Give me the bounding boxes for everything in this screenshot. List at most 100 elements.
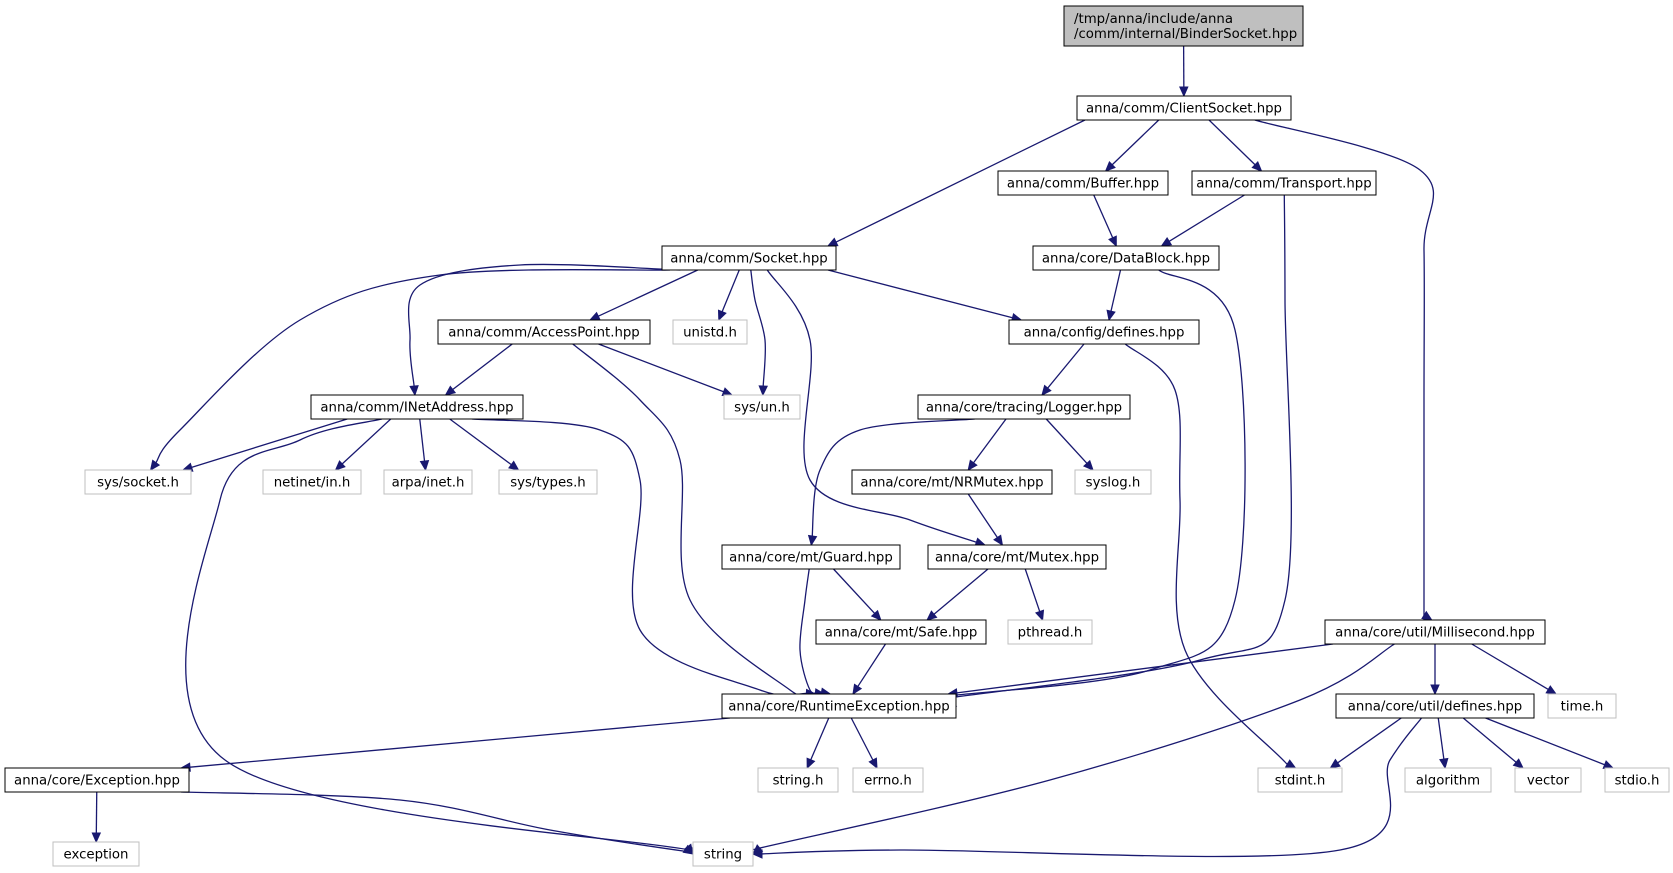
node-box xyxy=(997,170,1169,196)
node-stringh: string.h xyxy=(757,767,839,793)
node-pthread: pthread.h xyxy=(1007,619,1093,645)
arrowhead xyxy=(1284,759,1297,769)
node-inetaddress[interactable]: anna/comm/INetAddress.hpp xyxy=(310,394,524,420)
arrowhead xyxy=(1430,684,1440,696)
node-label: anna/core/tracing/Logger.hpp xyxy=(926,401,1122,416)
node-exception-hpp[interactable]: anna/core/Exception.hpp xyxy=(4,767,190,793)
edge-line xyxy=(749,717,1423,858)
node-label: anna/comm/Buffer.hpp xyxy=(1007,177,1159,192)
edge-line xyxy=(1462,717,1517,763)
edge-line xyxy=(1337,717,1402,764)
node-syssocket: sys/socket.h xyxy=(84,469,192,495)
node-clientsocket[interactable]: anna/comm/ClientSocket.hpp xyxy=(1076,95,1292,121)
node-box xyxy=(721,693,957,719)
node-nrmutex[interactable]: anna/core/mt/NRMutex.hpp xyxy=(851,469,1053,495)
edge-line xyxy=(1024,568,1041,612)
arrowhead xyxy=(1602,760,1615,769)
edge-line xyxy=(850,717,874,761)
edge-safe-to-runtimeexc xyxy=(852,643,887,696)
edge-inetaddress-to-syssocket xyxy=(181,418,348,472)
node-label: anna/comm/Socket.hpp xyxy=(670,252,828,267)
node-box xyxy=(1324,619,1546,645)
node-socket[interactable]: anna/comm/Socket.hpp xyxy=(661,245,837,271)
node-label: exception xyxy=(64,848,129,863)
node-box xyxy=(437,319,651,345)
node-utildefines[interactable]: anna/core/util/defines.hpp xyxy=(1335,693,1535,719)
node-label: anna/comm/Transport.hpp xyxy=(1196,177,1371,192)
node-netinet: netinet/in.h xyxy=(262,469,362,495)
edge-line xyxy=(810,717,830,760)
node-label: anna/comm/INetAddress.hpp xyxy=(320,401,513,416)
node-label: anna/comm/AccessPoint.hpp xyxy=(448,326,640,341)
edge-utildefines-to-stdio xyxy=(1485,717,1615,769)
arrowhead xyxy=(1545,685,1558,695)
edge-line xyxy=(1045,418,1088,464)
edge-inetaddress-to-arpainet xyxy=(419,418,430,472)
node-logger[interactable]: anna/core/tracing/Logger.hpp xyxy=(917,394,1131,420)
node-label: /comm/internal/BinderSocket.hpp xyxy=(1074,27,1297,42)
arrowhead xyxy=(1160,236,1173,247)
edge-line xyxy=(155,269,671,464)
edge-logger-to-syslog xyxy=(1045,418,1094,471)
node-label: anna/core/util/Millisecond.hpp xyxy=(1335,626,1535,641)
edge-runtimeexc-to-exception_hpp xyxy=(179,717,731,772)
node-unistd: unistd.h xyxy=(672,319,748,345)
node-stdio: stdio.h xyxy=(1604,767,1670,793)
node-label: anna/comm/ClientSocket.hpp xyxy=(1086,102,1282,117)
edge-line xyxy=(598,343,724,393)
edge-accesspoint-to-sysun xyxy=(598,343,734,397)
edge-runtimeexc-to-errno xyxy=(850,717,878,770)
edge-socket-to-configdefines xyxy=(827,269,1023,323)
edge-line xyxy=(341,418,392,465)
node-systypes: sys/types.h xyxy=(498,469,598,495)
node-box xyxy=(1335,693,1535,719)
arrowhead xyxy=(1251,160,1263,172)
edge-runtimeexc-to-stringh xyxy=(806,717,830,770)
node-millisecond[interactable]: anna/core/util/Millisecond.hpp xyxy=(1324,619,1546,645)
arrowhead xyxy=(91,832,102,844)
node-box xyxy=(1074,469,1152,495)
edge-line xyxy=(799,568,822,695)
edge-clientsocket-to-millisecond xyxy=(1254,119,1435,632)
node-box xyxy=(672,319,748,345)
edge-line xyxy=(419,418,426,462)
node-label: syslog.h xyxy=(1086,476,1141,491)
node-accesspoint[interactable]: anna/comm/AccessPoint.hpp xyxy=(437,319,651,345)
arrowhead xyxy=(149,459,161,471)
edge-socket-to-accesspoint xyxy=(588,269,699,321)
edge-line xyxy=(1437,717,1445,760)
node-runtimeexc[interactable]: anna/core/RuntimeException.hpp xyxy=(721,693,957,719)
node-label: anna/core/DataBlock.hpp xyxy=(1042,252,1210,267)
edge-line xyxy=(1093,194,1114,239)
edge-line xyxy=(449,418,512,466)
edge-socket-to-sysun xyxy=(750,269,768,397)
arrowhead xyxy=(1421,610,1433,621)
node-safe[interactable]: anna/core/mt/Safe.hpp xyxy=(815,619,987,645)
node-label: sys/un.h xyxy=(734,401,790,416)
arrowhead xyxy=(588,311,601,321)
node-box xyxy=(815,619,987,645)
node-buffer[interactable]: anna/comm/Buffer.hpp xyxy=(997,170,1169,196)
node-box xyxy=(1547,693,1617,719)
node-box xyxy=(1191,170,1377,196)
edge-line xyxy=(721,269,740,312)
edge-line xyxy=(407,263,681,387)
edge-line xyxy=(189,717,731,768)
arrowhead xyxy=(1041,384,1052,396)
arrowhead xyxy=(826,237,839,247)
edge-line xyxy=(1124,343,1294,772)
node-label: /tmp/anna/include/anna xyxy=(1074,12,1233,27)
node-label: algorithm xyxy=(1416,774,1480,789)
arrowhead xyxy=(1106,309,1116,322)
node-guard[interactable]: anna/core/mt/Guard.hpp xyxy=(721,544,901,570)
edge-clientsocket-to-transport xyxy=(1208,119,1263,172)
node-mutex[interactable]: anna/core/mt/Mutex.hpp xyxy=(927,544,1107,570)
edge-line xyxy=(956,643,1334,694)
node-box xyxy=(84,469,192,495)
node-datablock[interactable]: anna/core/DataBlock.hpp xyxy=(1032,245,1220,271)
node-arpainet: arpa/inet.h xyxy=(383,469,473,495)
node-transport[interactable]: anna/comm/Transport.hpp xyxy=(1191,170,1377,196)
node-box xyxy=(692,841,754,867)
node-configdefines[interactable]: anna/config/defines.hpp xyxy=(1008,319,1200,345)
